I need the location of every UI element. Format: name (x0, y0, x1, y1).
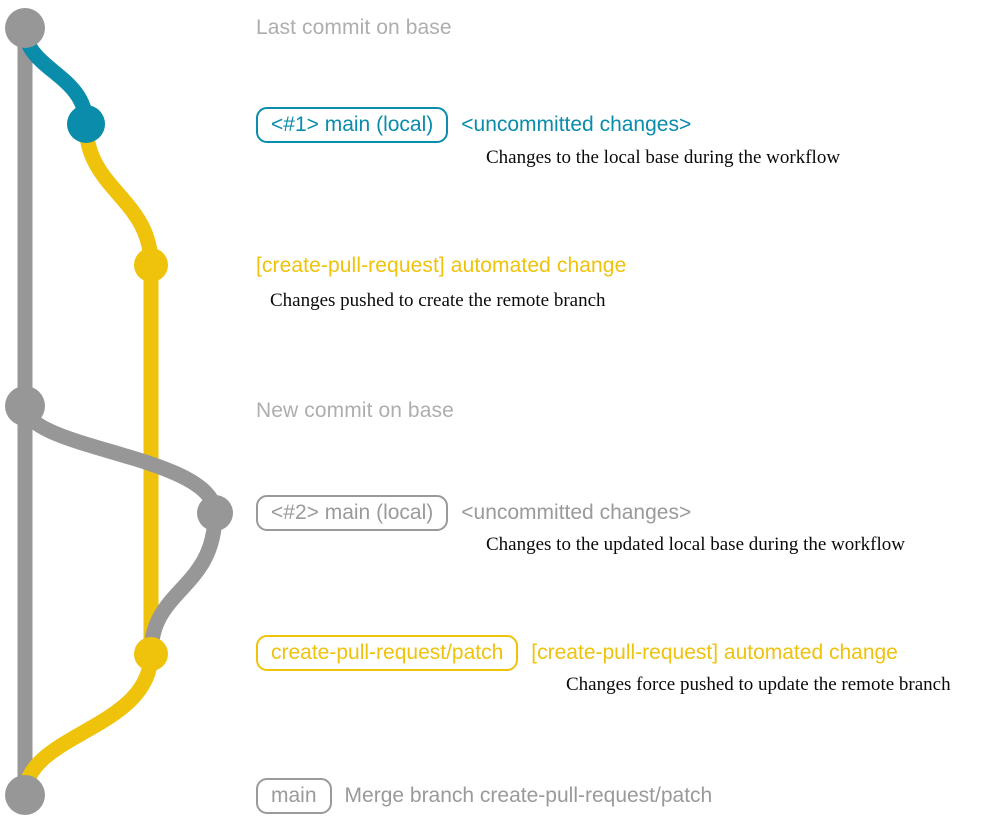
ref-badge-create-pull-request-patch[interactable]: create-pull-request/patch (256, 635, 519, 671)
headline-new-commit-on-base: New commit on base (256, 399, 454, 422)
commit-dot-merge-commit[interactable] (5, 775, 45, 815)
commit-dot-local-change-1[interactable] (67, 105, 105, 143)
edge-automated-2-to-merge (17, 646, 159, 803)
headline-last-commit-on-base: Last commit on base (256, 16, 452, 39)
commit-dot-new-commit-on-base[interactable] (5, 386, 45, 426)
commit-row-automated-change-2: create-pull-request/patch [create-pull-r… (256, 635, 898, 671)
headline-local-change-1: <uncommitted changes> (461, 113, 692, 136)
subject-automated-change-1: Changes pushed to create the remote bran… (270, 290, 606, 311)
ref-badge-main-local-1[interactable]: <#1> main (local) (256, 107, 449, 143)
subject-local-change-1: Changes to the local base during the wor… (486, 147, 841, 168)
ref-badge-main[interactable]: main (256, 778, 332, 814)
commit-row-local-change-1: <#1> main (local) <uncommitted changes> (256, 107, 691, 143)
headline-automated-change-1: [create-pull-request] automated change (256, 254, 627, 277)
commit-dot-automated-change-1[interactable] (134, 248, 168, 282)
subject-automated-change-2: Changes force pushed to update the remot… (566, 674, 951, 695)
commit-row-merge-commit: main Merge branch create-pull-request/pa… (256, 778, 712, 814)
edge-local-1-to-automated-1 (78, 116, 159, 273)
ref-badge-main-local-2[interactable]: <#2> main (local) (256, 495, 449, 531)
commit-dot-last-commit-on-base[interactable] (5, 8, 45, 48)
subject-local-change-2: Changes to the updated local base during… (486, 534, 905, 555)
commit-dot-automated-change-2[interactable] (134, 637, 168, 671)
headline-automated-change-2: [create-pull-request] automated change (531, 641, 898, 664)
commit-dot-local-change-2[interactable] (197, 495, 233, 531)
commit-row-local-change-2: <#2> main (local) <uncommitted changes> (256, 495, 691, 531)
headline-local-change-2: <uncommitted changes> (461, 501, 692, 524)
edge-local-2-to-automated-2 (143, 505, 223, 662)
headline-merge-commit: Merge branch create-pull-request/patch (344, 784, 713, 807)
